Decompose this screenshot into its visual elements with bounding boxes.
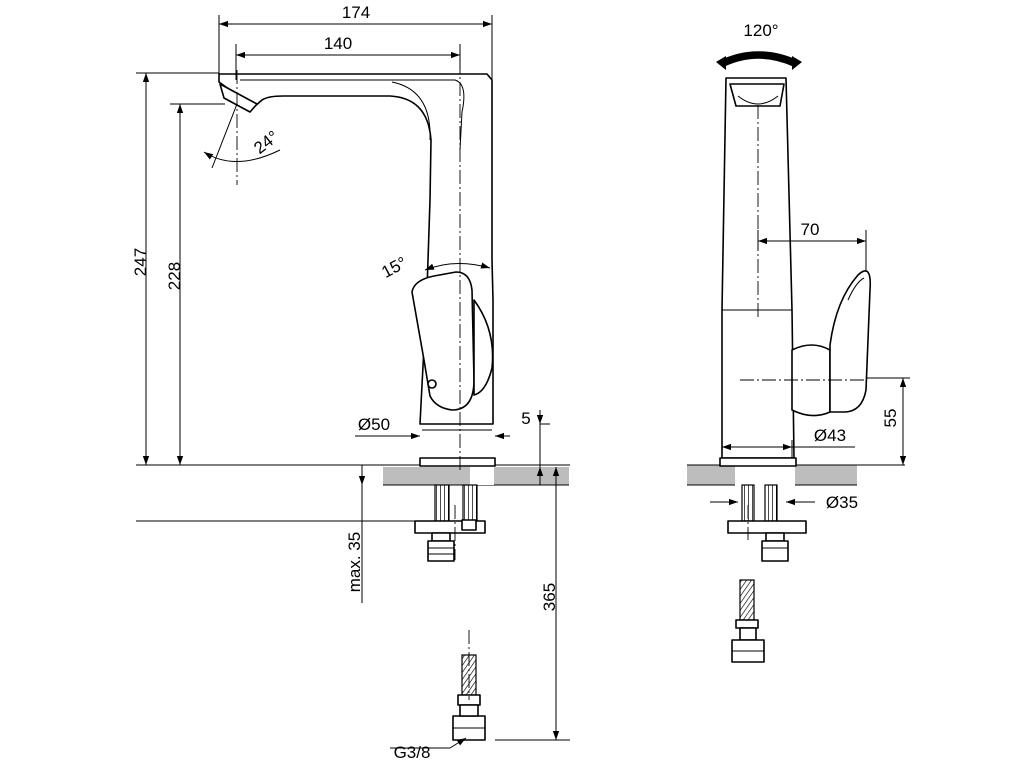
dim-label-247: 247 bbox=[131, 248, 150, 276]
dim-label-max35: max. 35 bbox=[345, 532, 364, 592]
dim-label-o35: Ø35 bbox=[826, 493, 858, 512]
angle-arc-24 bbox=[203, 149, 281, 162]
dim-label-o50: Ø50 bbox=[358, 415, 390, 434]
angle-arc-15 bbox=[424, 262, 491, 271]
aerator bbox=[219, 83, 258, 113]
dim-label-5: 5 bbox=[521, 409, 530, 428]
dim-label-24deg: 24° bbox=[250, 127, 282, 158]
front-aerator bbox=[729, 83, 785, 107]
swivel-arrow bbox=[717, 51, 801, 67]
dim-label-15deg: 15° bbox=[378, 253, 410, 282]
dim-label-365: 365 bbox=[540, 583, 559, 611]
front-lever bbox=[829, 270, 872, 413]
base-plate bbox=[419, 457, 496, 467]
dim-label-g38: G3/8 bbox=[394, 743, 431, 762]
dim-label-120deg: 120° bbox=[743, 21, 778, 40]
dim-label-228: 228 bbox=[165, 262, 184, 290]
dim-label-70: 70 bbox=[801, 220, 820, 239]
front-view: 120° 70 55 Ø43 Ø35 bbox=[687, 21, 910, 663]
dim-label-140: 140 bbox=[324, 34, 352, 53]
dim-label-o43: Ø43 bbox=[814, 426, 846, 445]
side-view: 174 140 247 228 24° 15° Ø50 5 max. 35 36… bbox=[131, 3, 570, 762]
dim-label-174: 174 bbox=[342, 3, 370, 22]
dim-label-55: 55 bbox=[881, 409, 900, 428]
